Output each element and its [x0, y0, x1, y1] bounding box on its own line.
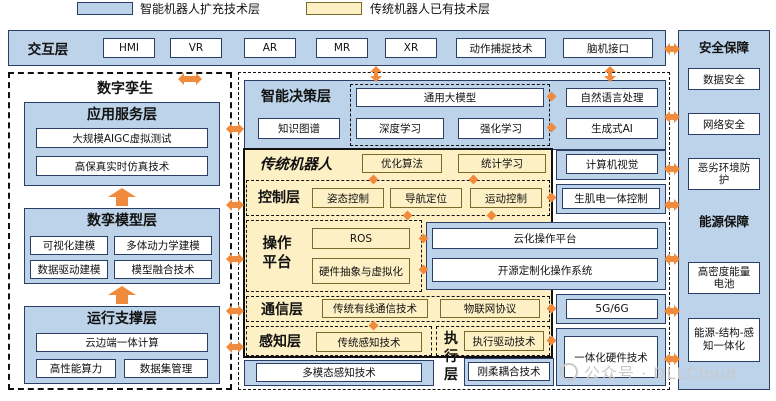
control-item: 导航定位 — [390, 188, 462, 208]
os-ext-item: 云化操作平台 — [432, 228, 658, 249]
arrow-up-icon — [108, 188, 136, 206]
legend-expand-label: 智能机器人扩充技术层 — [140, 2, 261, 16]
execution-title-text: 执行层 — [444, 331, 458, 383]
app-service-item: 高保真实时仿真技术 — [36, 156, 208, 176]
comm-ext-item: 5G/6G — [566, 299, 658, 319]
perception-ext-item: 多模态感知技术 — [256, 363, 422, 382]
legend-existing-swatch — [306, 2, 362, 15]
decision-item: 通用大模型 — [356, 88, 544, 107]
app-service-item: 大规模AIGC虚拟测试 — [36, 128, 208, 148]
energy-title: 能源保障 — [698, 213, 749, 229]
model-item: 模型融合技术 — [114, 260, 212, 279]
connector-arrow-icon — [664, 108, 680, 123]
control-item: 运动控制 — [470, 188, 542, 208]
interaction-item: VR — [170, 38, 222, 58]
decision-item: 深度学习 — [356, 118, 444, 139]
connector-arrow-icon — [664, 160, 680, 175]
decision-model-group — [350, 84, 550, 146]
arrow-up-icon — [108, 286, 136, 304]
execution-item: 执行驱动技术 — [464, 331, 544, 351]
decision-item: 生成式AI — [566, 118, 658, 139]
legend-existing-label: 传统机器人已有技术层 — [370, 2, 491, 16]
digital-twin-title: 数字孪生 — [97, 81, 153, 97]
decision-item: 强化学习 — [458, 118, 544, 139]
os-item: 硬件抽象与虚拟化 — [312, 258, 410, 284]
os-layer-title: 操作平台 — [252, 232, 302, 276]
decision-item: 计算机视觉 — [566, 154, 658, 174]
connector-arrow-icon — [664, 350, 680, 365]
interaction-item: 脑机接口 — [563, 38, 653, 58]
connector-arrow-icon — [664, 302, 680, 317]
interaction-item: XR — [385, 38, 437, 58]
connector-arrow-icon — [226, 196, 244, 211]
comm-item: 传统有线通信技术 — [322, 299, 428, 318]
interaction-layer-title: 交互层 — [27, 42, 69, 58]
connector-arrow-icon — [226, 120, 244, 135]
connector-arrow-icon — [604, 66, 616, 82]
energy-item: 高密度能量电池 — [688, 262, 760, 294]
control-ext-item: 生肌电一体控制 — [562, 188, 660, 209]
traditional-item: 优化算法 — [362, 154, 442, 173]
interaction-item: HMI — [103, 38, 155, 58]
execution-layer-title: 执行层 — [440, 326, 462, 388]
model-item: 多体动力学建模 — [114, 236, 212, 255]
os-item: ROS — [312, 228, 410, 249]
digital-twin-group — [8, 72, 232, 390]
execution-ext-item: 一体化硬件技术 — [564, 336, 658, 378]
security-item: 数据安全 — [688, 68, 760, 90]
traditional-robot-title: 传统机器人 — [259, 156, 333, 173]
connector-arrow-icon — [226, 338, 244, 353]
connector-arrow-icon — [664, 250, 680, 265]
security-item: 恶劣环境防护 — [688, 158, 760, 190]
support-item: 数据集管理 — [124, 359, 208, 378]
traditional-item: 统计学习 — [458, 154, 546, 173]
model-item: 可视化建模 — [30, 236, 108, 255]
control-item: 姿态控制 — [312, 188, 384, 208]
decision-layer-title: 智能决策层 — [261, 89, 331, 105]
support-layer-title: 运行支撑层 — [87, 311, 157, 327]
connector-arrow-icon — [226, 250, 244, 265]
support-item: 高性能算力 — [36, 359, 116, 378]
model-layer-title: 数孪模型层 — [87, 213, 157, 229]
os-layer-frame — [246, 220, 422, 292]
interaction-item: 动作捕捉技术 — [456, 38, 546, 58]
security-item: 网络安全 — [688, 113, 760, 135]
perception-item: 传统感知技术 — [316, 332, 422, 352]
connector-arrow-icon — [370, 66, 382, 82]
energy-item: 能源-结构-感知一体化 — [688, 318, 760, 362]
execution-ext-item: 刚柔耦合技术 — [468, 362, 550, 381]
legend-expand-swatch — [77, 2, 133, 15]
perception-layer-title: 感知层 — [259, 334, 301, 350]
watermark-text: 公众号 · DLLCloud — [584, 364, 738, 383]
connector-arrow-icon — [226, 302, 244, 317]
app-service-title: 应用服务层 — [87, 107, 157, 123]
support-item: 云边端一体计算 — [36, 333, 208, 352]
os-layer-title-text: 操作平台 — [262, 236, 292, 271]
interaction-item: AR — [244, 38, 296, 58]
watermark-icon — [560, 363, 578, 381]
connector-arrow-icon — [178, 70, 202, 85]
decision-item: 知识图谱 — [258, 118, 340, 139]
model-item: 数据驱动建模 — [30, 260, 108, 279]
interaction-item: MR — [316, 38, 368, 58]
robot-stack-group — [238, 72, 670, 390]
watermark: 公众号 · DLLCloud — [560, 360, 737, 384]
security-title: 安全保障 — [698, 39, 749, 55]
comm-layer-title: 通信层 — [261, 302, 303, 318]
os-ext-item: 开源定制化操作系统 — [432, 258, 658, 282]
control-layer-title: 控制层 — [258, 190, 300, 206]
connector-arrow-icon — [664, 40, 680, 55]
perception-layer-frame — [246, 326, 432, 356]
connector-arrow-icon — [664, 196, 680, 211]
comm-item: 物联网协议 — [440, 299, 540, 318]
decision-item: 自然语言处理 — [566, 88, 658, 107]
